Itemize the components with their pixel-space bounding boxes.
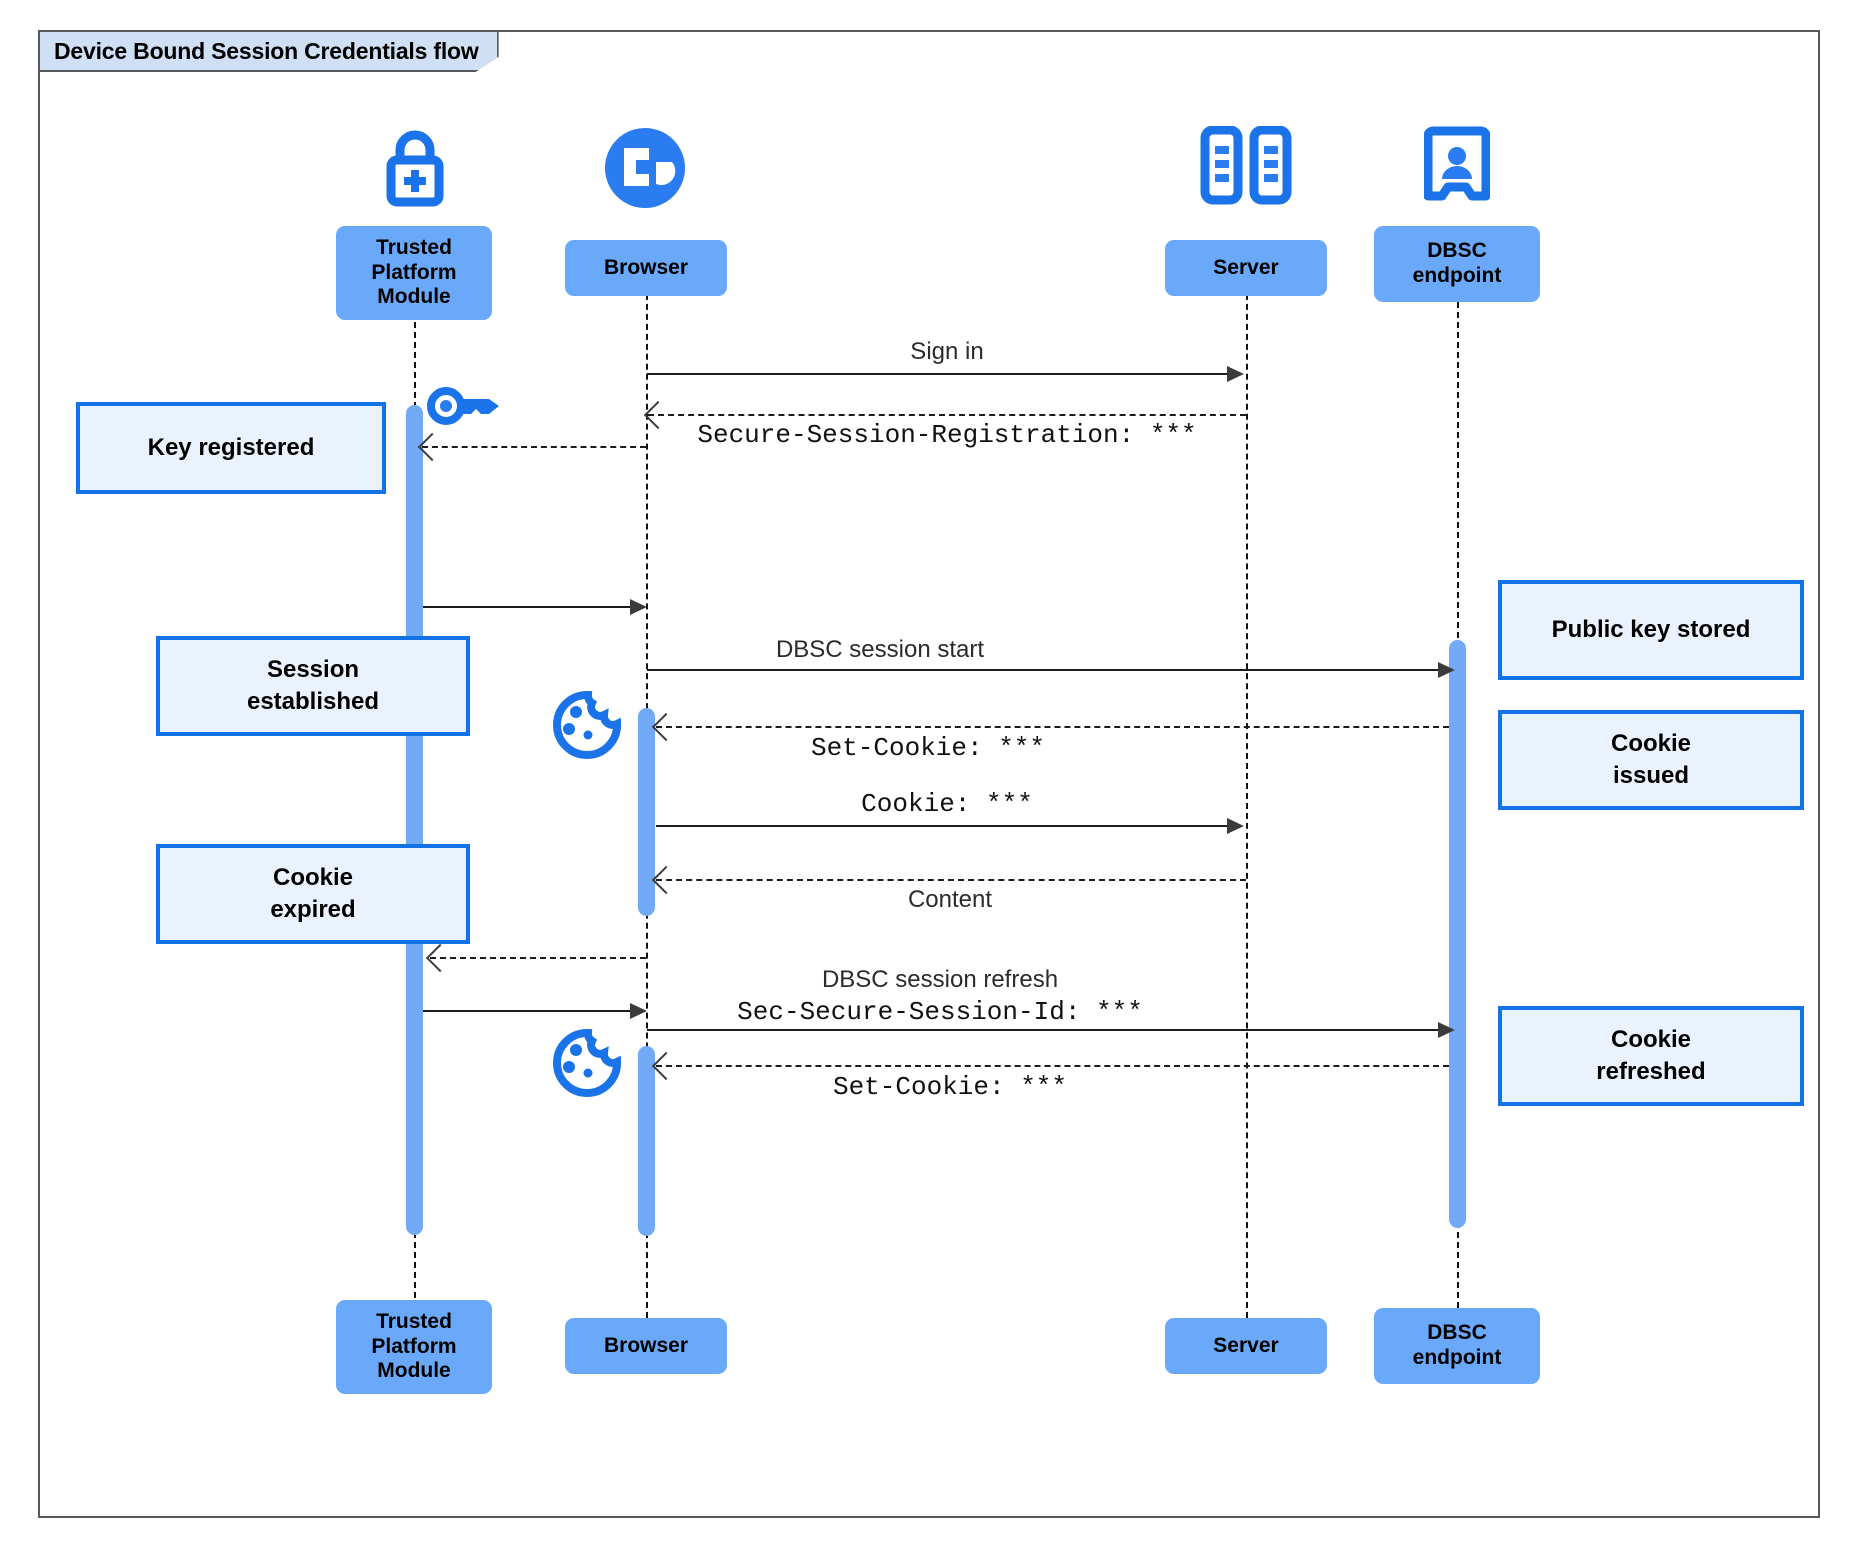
note-text: Public key stored xyxy=(1551,616,1751,644)
activation-browser-2 xyxy=(638,1046,655,1236)
message-label-set-cookie-1: Set-Cookie: *** xyxy=(810,733,1046,763)
participant-server-bottom[interactable]: Server xyxy=(1165,1318,1327,1374)
participant-tpm-top[interactable]: Trusted Platform Module xyxy=(336,226,492,320)
note-text: Key registered xyxy=(147,434,315,462)
activation-dbsc xyxy=(1449,640,1466,1228)
arrowhead-right-icon xyxy=(1438,662,1455,678)
cookie-icon xyxy=(548,1028,622,1103)
arrowhead-right-icon xyxy=(630,599,647,615)
message-arrow-signature xyxy=(423,1010,630,1012)
participant-label: Trusted Platform Module xyxy=(371,1309,457,1383)
message-label-sec-secure-session-id: Sec-Secure-Session-Id: *** xyxy=(737,997,1143,1027)
lock-plus-icon xyxy=(369,126,461,215)
message-arrow-set-cookie-2 xyxy=(656,1065,1449,1067)
message-arrow-set-cookie-1 xyxy=(656,726,1449,728)
arrowhead-right-icon xyxy=(630,1003,647,1019)
participant-label: Browser xyxy=(603,1333,689,1357)
message-label-dbsc-session-refresh: DBSC session refresh xyxy=(821,966,1059,993)
message-arrow-secure-session-registration xyxy=(648,414,1246,416)
participant-server-top[interactable]: Server xyxy=(1165,240,1327,296)
message-label-dbsc-session-start: DBSC session start xyxy=(775,636,985,663)
message-arrow-cookie xyxy=(656,825,1227,827)
key-icon xyxy=(426,383,506,434)
activation-browser-1 xyxy=(638,708,655,916)
message-arrow-dbsc-session-start xyxy=(647,669,1438,671)
participant-dbsc-bottom[interactable]: DBSC endpoint xyxy=(1374,1308,1540,1384)
message-label-sign-in: Sign in xyxy=(910,338,984,365)
arrowhead-right-icon xyxy=(1227,818,1244,834)
message-arrow-register-key xyxy=(422,446,646,448)
message-label-cookie: Cookie: *** xyxy=(861,789,1033,819)
message-arrow-sign-challenge xyxy=(430,957,646,959)
participant-dbsc-top[interactable]: DBSC endpoint xyxy=(1374,226,1540,302)
participant-label: Server xyxy=(1213,1333,1279,1357)
cookie-icon xyxy=(548,690,622,765)
message-arrow-content xyxy=(656,879,1246,881)
message-label-secure-session-registration: Secure-Session-Registration: *** xyxy=(697,420,1197,450)
message-label-content: Content xyxy=(907,886,993,913)
arrowhead-right-icon xyxy=(1227,366,1244,382)
message-arrow-sign-in xyxy=(647,373,1227,375)
note-key-registered: Key registered xyxy=(76,402,386,494)
participant-label: Server xyxy=(1213,255,1279,279)
message-arrow-dbsc-session-refresh xyxy=(647,1029,1438,1031)
id-badge-icon xyxy=(1423,126,1491,211)
message-label-set-cookie-2: Set-Cookie: *** xyxy=(832,1072,1068,1102)
note-public-key-stored: Public key stored xyxy=(1498,580,1804,680)
message-arrow-key-ready xyxy=(423,606,630,608)
server-rack-icon xyxy=(1199,125,1293,211)
participant-label: DBSC endpoint xyxy=(1412,239,1502,287)
participant-label: Browser xyxy=(603,255,689,279)
globe-icon xyxy=(596,122,694,219)
participant-label: DBSC endpoint xyxy=(1412,1321,1502,1369)
frame-title: Device Bound Session Credentials flow xyxy=(40,32,499,72)
participant-browser-top[interactable]: Browser xyxy=(565,240,727,296)
participant-tpm-bottom[interactable]: Trusted Platform Module xyxy=(336,1300,492,1394)
participant-label: Trusted Platform Module xyxy=(371,235,457,309)
activation-tpm xyxy=(406,405,423,1235)
participant-browser-bottom[interactable]: Browser xyxy=(565,1318,727,1374)
lifeline-server xyxy=(1246,254,1248,1318)
arrowhead-right-icon xyxy=(1438,1022,1455,1038)
